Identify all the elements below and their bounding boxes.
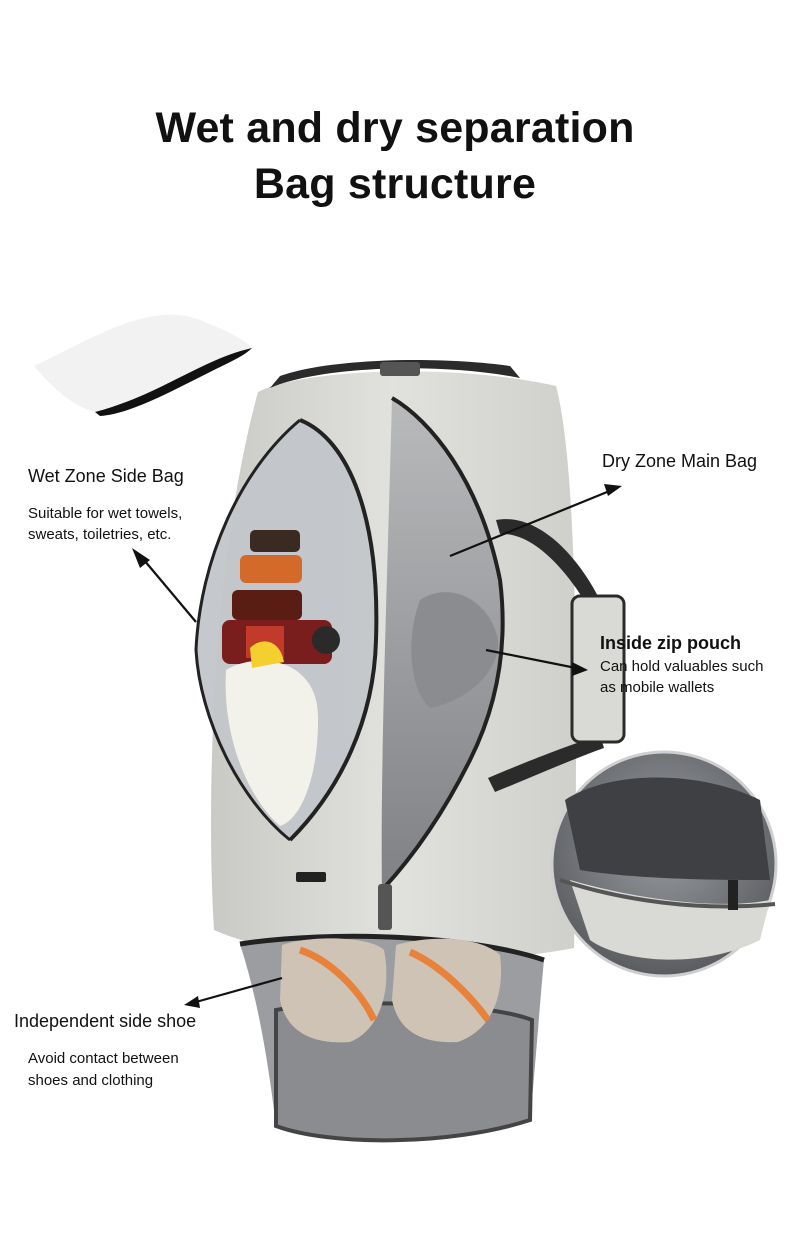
- page-title-line2: Bag structure: [253, 160, 537, 208]
- wet-zone-desc-line2: sweats, toiletries, etc.: [28, 526, 172, 543]
- shoe-heading: Independent side shoe: [14, 1011, 197, 1031]
- material-swatch: [34, 314, 252, 416]
- shoe-desc-line1: Avoid contact between: [28, 1050, 179, 1067]
- shoe-desc-line2: shoes and clothing: [28, 1072, 154, 1089]
- duffel-bag: [194, 360, 626, 1143]
- zip-pouch-heading: Inside zip pouch: [600, 633, 742, 653]
- wet-zone-heading: Wet Zone Side Bag: [28, 466, 184, 486]
- page-title-line1: Wet and dry separation: [155, 104, 635, 152]
- dry-zone-heading: Dry Zone Main Bag: [602, 451, 758, 471]
- wet-zone-desc-line1: Suitable for wet towels,: [28, 505, 183, 522]
- zip-pouch-zoom: [550, 750, 778, 978]
- zip-pouch-desc-line1: Can hold valuables such: [600, 658, 764, 675]
- callout-arrows: [132, 484, 622, 1008]
- zip-pouch-desc-line2: as mobile wallets: [600, 679, 715, 696]
